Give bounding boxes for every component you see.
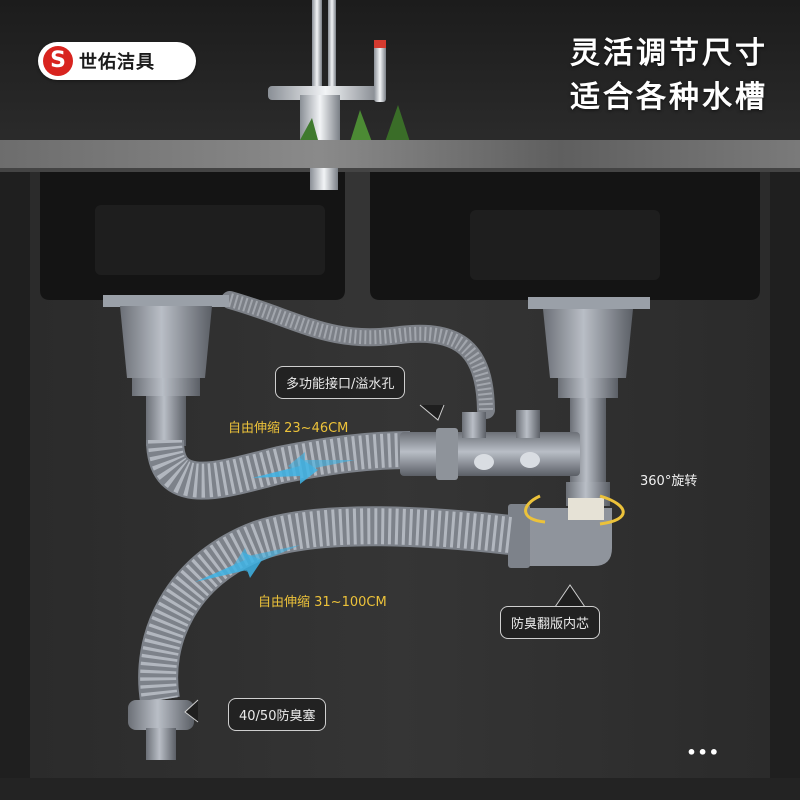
odor-plug: [128, 700, 194, 760]
brand-badge: S 世佑洁具: [38, 42, 196, 80]
label-anti-odor-core: 防臭翻版内芯: [500, 606, 601, 639]
countertop: [0, 140, 800, 172]
brand-name: 世佑洁具: [79, 52, 155, 73]
left-strainer: [103, 295, 229, 446]
label-overflow-port: 多功能接口/溢水孔: [275, 366, 406, 399]
label-rotate: 360°旋转: [640, 474, 698, 489]
stretch-arrow-short: [252, 452, 355, 484]
multi-port-tee: [400, 410, 610, 506]
sink-basins: [40, 168, 760, 300]
label-odor-plug: 40/50防臭塞: [228, 698, 327, 731]
headline-line2: 适合各种水槽: [570, 80, 768, 115]
herbs-decoration: [300, 105, 410, 142]
label-stretch-short: 自由伸缩 23~46CM: [228, 421, 349, 436]
headline-line1: 灵活调节尺寸: [570, 36, 768, 71]
more-dots-icon: •••: [686, 743, 720, 762]
label-stretch-long: 自由伸缩 31~100CM: [258, 595, 387, 610]
trap-elbow: [508, 494, 625, 568]
stretch-arrow-long: [195, 545, 300, 582]
headline: 灵活调节尺寸 适合各种水槽: [570, 32, 768, 120]
brand-logo-icon: S: [43, 46, 73, 76]
